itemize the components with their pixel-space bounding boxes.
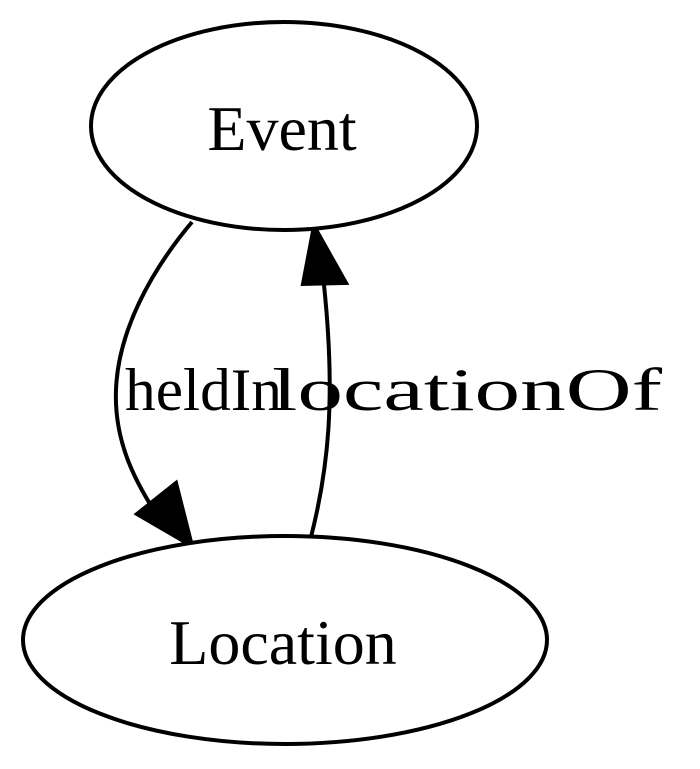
edge-held-in xyxy=(113,220,196,551)
edge-location-of-label: locationOf xyxy=(272,357,662,423)
edge-location-of xyxy=(300,220,350,538)
node-location-label: Location xyxy=(169,607,396,678)
node-location[interactable]: Location xyxy=(21,534,549,746)
edge-location-of-line xyxy=(309,284,332,538)
edge-location-of-arrowhead xyxy=(300,220,350,287)
node-event-label: Event xyxy=(207,93,357,164)
edge-held-in-line xyxy=(113,220,194,517)
edge-held-in-arrowhead xyxy=(133,479,196,551)
edge-held-in-label: heldIn xyxy=(125,357,282,423)
node-location-ellipse xyxy=(21,534,549,746)
node-event-ellipse xyxy=(89,20,479,232)
node-event[interactable]: Event xyxy=(89,20,479,232)
